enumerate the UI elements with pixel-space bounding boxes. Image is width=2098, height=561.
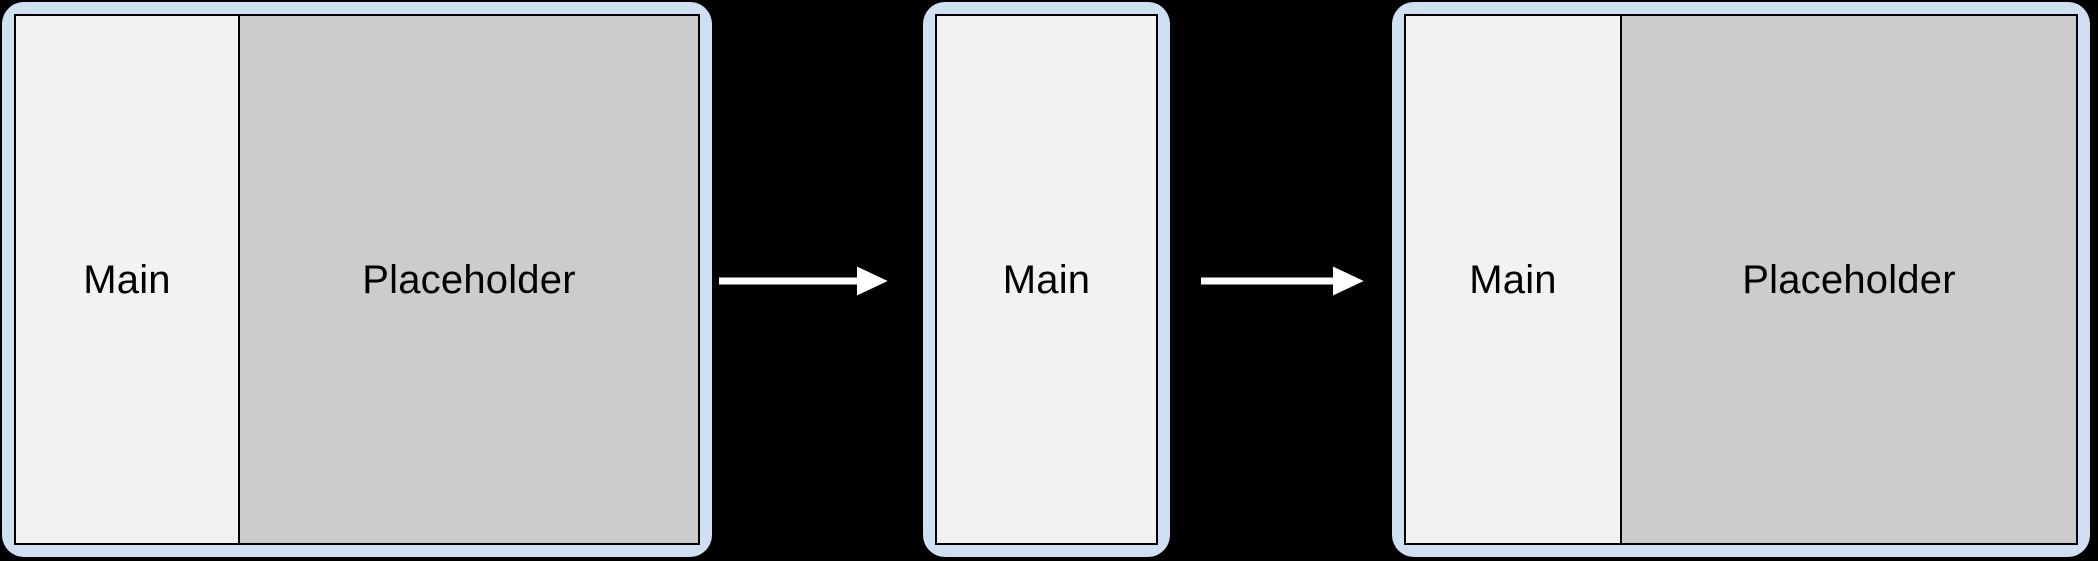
transition-arrow-2 bbox=[1198, 259, 1370, 303]
region-main-label: Main bbox=[83, 257, 171, 302]
panel-content-area: Main Placeholder bbox=[1404, 14, 2078, 545]
panel-content-area: Main Placeholder bbox=[14, 14, 700, 545]
arrow-right-icon bbox=[1199, 263, 1369, 299]
region-placeholder-label: Placeholder bbox=[1742, 257, 1956, 302]
panel-content-area: Main bbox=[935, 14, 1158, 545]
region-placeholder-label: Placeholder bbox=[362, 257, 576, 302]
region-main-label: Main bbox=[1469, 257, 1557, 302]
region-main-label: Main bbox=[1002, 257, 1091, 302]
region-main: Main bbox=[937, 16, 1156, 543]
region-main: Main bbox=[1406, 16, 1620, 543]
region-placeholder: Placeholder bbox=[1620, 16, 2076, 543]
transition-arrow-1 bbox=[716, 259, 894, 303]
region-main: Main bbox=[16, 16, 238, 543]
arrow-right-icon bbox=[717, 263, 893, 299]
layout-panel-wide-after: Main Placeholder bbox=[1392, 2, 2090, 557]
region-placeholder: Placeholder bbox=[238, 16, 698, 543]
layout-panel-narrow: Main bbox=[923, 2, 1170, 557]
layout-panel-wide-before: Main Placeholder bbox=[2, 2, 712, 557]
